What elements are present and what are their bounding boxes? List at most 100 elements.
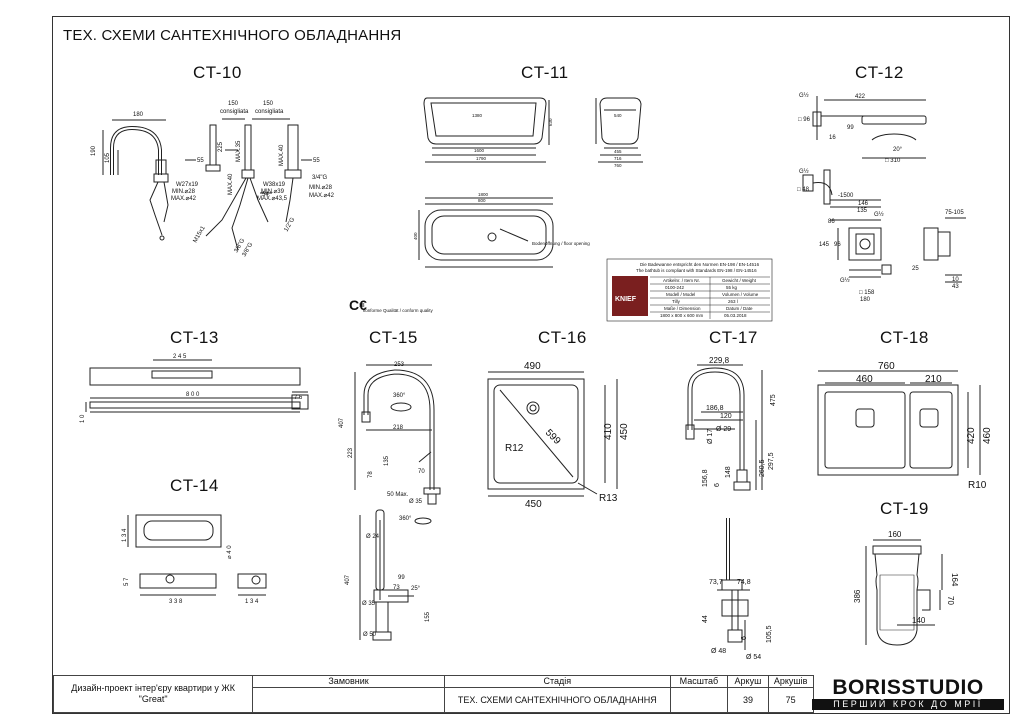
label-ct18: CT-18	[880, 328, 929, 347]
sheet-label: Аркуш	[727, 675, 769, 688]
ct11-d800: 800	[478, 198, 486, 203]
ct11-d540: 540	[614, 113, 622, 118]
ct19-d70: 70	[946, 596, 955, 605]
ct18-double-sink	[817, 370, 981, 476]
ct12-d146: 146	[858, 201, 869, 207]
ct15-d35b: Ø 35	[362, 601, 376, 607]
scale-label: Масштаб	[669, 675, 729, 688]
ct15-d253: 253	[394, 362, 405, 368]
document-title: ТЕХ. СХЕМИ САНТЕХНІЧНОГО ОБЛАДНАННЯ	[443, 687, 671, 713]
ct11-d455: 455	[614, 149, 622, 154]
label-ct11: CT-11	[521, 63, 569, 82]
ct14-d40: ⌀ 4 0	[227, 545, 233, 559]
ct10-consigliata-b: consigliata	[255, 109, 284, 115]
ct11-d1600: 1600	[474, 148, 485, 153]
ct15-d99: 99	[398, 575, 405, 581]
ct13-d800: 8 0 0	[186, 392, 200, 398]
ct12-d48: □ 48	[797, 187, 810, 193]
ct10-max35: MAX.35	[236, 140, 242, 162]
ct10-w27: W27x19	[176, 182, 199, 188]
ct19-d140: 140	[912, 616, 926, 625]
label-ct16: CT-16	[538, 328, 587, 347]
ct11-d1800: 1800	[478, 192, 489, 197]
ct17-d2975: 297,5	[768, 452, 775, 470]
ct12-d99: 99	[847, 125, 854, 131]
label-ct17: CT-17	[709, 328, 758, 347]
ct17-d54: Ø 54	[746, 654, 761, 661]
label-ct15: CT-15	[369, 328, 418, 347]
ct17-d2605: 260,5	[759, 459, 766, 477]
ct10-d150a: 150	[228, 101, 239, 107]
label-ct14: CT-14	[170, 476, 219, 495]
ct16-d490: 490	[524, 361, 541, 372]
ct11-d1380: 1380	[472, 113, 483, 118]
ct18-d760: 760	[878, 361, 895, 372]
ct17-d29: Ø 29	[716, 426, 731, 433]
ct11-info-label-2: Modell / Model	[666, 292, 695, 297]
ct17-d1568: 156,8	[702, 469, 709, 487]
ct10-min28b: MIN.⌀28	[309, 185, 333, 191]
ct15-d25: 25°	[411, 586, 421, 592]
ct12-d86: 86	[828, 219, 835, 225]
ct10-g12: 1/2"G	[284, 217, 297, 233]
ct15-d50max: 50 Max.	[387, 492, 409, 498]
ct11-info-value-5: 05.03.2018	[724, 313, 747, 318]
ct16-d450v: 450	[619, 423, 630, 440]
logo-name: BORISSTUDIO	[832, 676, 984, 699]
ct12-g12c: G½	[874, 211, 884, 218]
ct11-d1790: 1790	[476, 156, 487, 161]
ct12-d20: 20°	[893, 147, 903, 153]
ct16-d450h: 450	[525, 499, 542, 510]
ct12-d422: 422	[855, 94, 866, 100]
ct10-d190: 190	[91, 145, 97, 156]
ct16-r13: R13	[599, 493, 618, 504]
ct18-d420: 420	[966, 427, 977, 444]
ct11-d760: 760	[614, 163, 622, 168]
ct12-d75: 75-105	[945, 210, 964, 216]
ct12-d145: 145	[819, 242, 830, 248]
sheets-label: Аркушів	[767, 675, 814, 688]
ct11-info-label-3: Volumen / Volume	[722, 292, 759, 297]
ct14-d134b: 1 3 4	[245, 599, 259, 605]
label-ct10: CT-10	[193, 63, 242, 82]
ct10-min39: MIN.⌀39	[261, 189, 285, 195]
ct15-d360b: 360°	[399, 516, 412, 522]
ct15-d35a: Ø 35	[409, 499, 423, 505]
ct17-d1868: 186,8	[706, 405, 724, 412]
ct15-d50: Ø 50	[363, 632, 377, 638]
ct15-d78: 78	[368, 471, 374, 478]
ct15-d407b: 407	[345, 574, 351, 585]
ct17-d48: Ø 48	[711, 648, 726, 655]
ct15-d135: 135	[384, 455, 390, 466]
ct17-d6: 6	[714, 483, 721, 487]
studio-logo: BORISSTUDIO ПЕРШИЙ КРОК ДО МРІЇ	[808, 677, 1008, 712]
ct19-d386: 386	[853, 589, 862, 603]
ct12-g12b: G½	[799, 168, 809, 175]
ct14-d338: 3 3 8	[169, 599, 183, 605]
ct11-note1: Die Badewanne entspricht den Normen EN-1…	[640, 262, 760, 267]
ct12-g12a: G½	[799, 92, 809, 99]
ct15-d73: 73	[393, 585, 400, 591]
ct11-info-value-2: Tilly	[672, 299, 681, 304]
ct14-d134a: 1 3 4	[122, 528, 128, 542]
ct10-m15: M15x1	[193, 225, 208, 244]
project-name: Дизайн-проект інтер'єру квартири у ЖК "G…	[52, 675, 254, 713]
ct16-sink	[487, 371, 618, 497]
ct16-d410: 410	[603, 423, 614, 440]
ct10-d55b: 55	[313, 158, 320, 164]
ct11-info-value-0: 0100-242	[665, 285, 685, 290]
sheet-number: 39	[727, 687, 769, 713]
ct10-min28a: MIN.⌀28	[172, 189, 196, 195]
ct18-r10: R10	[968, 480, 987, 491]
ct10-max40a: MAX.40	[279, 144, 285, 166]
ct12-d1500: -1500	[838, 193, 854, 199]
ct11-note2: The bathtub is compliant with Standards …	[636, 268, 757, 273]
ct11-info-label-5: Datum / Date	[726, 306, 753, 311]
stage-label: Стадія	[443, 675, 671, 688]
ct14-drain-box	[127, 514, 267, 596]
ct12-d10: 10	[952, 277, 959, 283]
ct19-disposer	[865, 539, 943, 646]
title-block: Дизайн-проект інтер'єру квартири у ЖК "G…	[52, 675, 1010, 713]
